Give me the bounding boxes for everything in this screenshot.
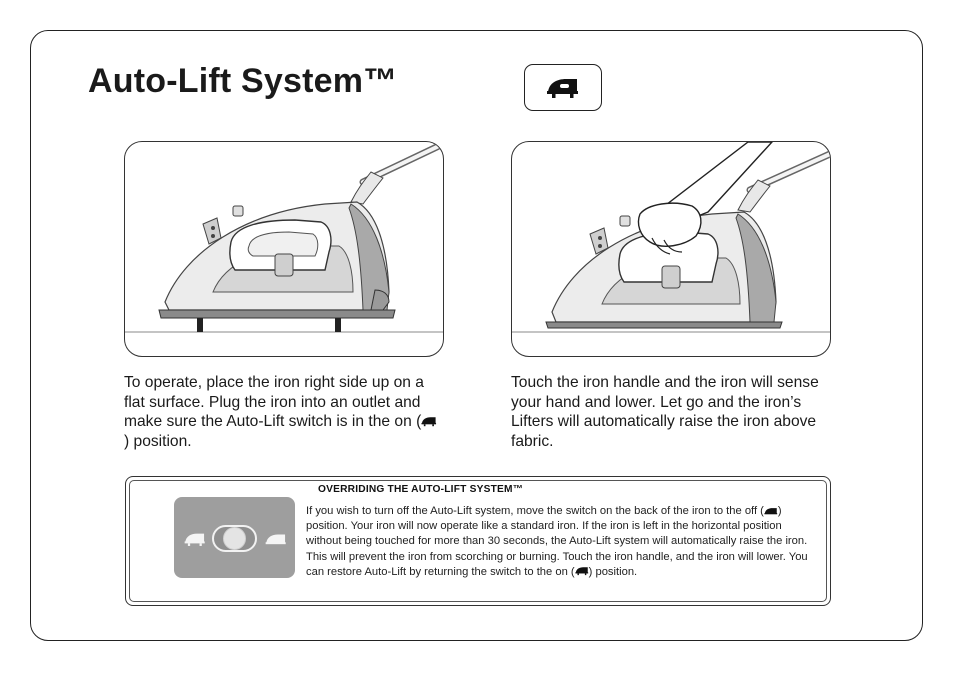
override-text-part3: ) position. [588, 565, 638, 578]
iron-lifted-icon [184, 533, 205, 546]
iron-lifted-icon [547, 78, 578, 98]
iron-lifted-icon [421, 417, 437, 427]
iron-flat-icon [764, 508, 778, 515]
step-1-text-start: To operate, place the iron right side up… [124, 374, 424, 430]
step-1-caption: To operate, place the iron right side up… [124, 373, 442, 451]
override-heading: OVERRIDING THE AUTO-LIFT SYSTEM™ [318, 484, 524, 495]
step-1-text-end: ) position. [124, 432, 192, 450]
iron-lifted-icon [575, 567, 588, 575]
page-title: Auto-Lift System™ [88, 62, 398, 100]
illustration-hand-touching-handle [511, 141, 831, 357]
override-box-inner-border [129, 480, 827, 602]
iron-flat-icon [265, 534, 286, 545]
iron-on-lifters-illustration [125, 142, 443, 333]
hand-on-iron-illustration [512, 142, 830, 333]
override-box [125, 476, 831, 606]
override-body: If you wish to turn off the Auto-Lift sy… [306, 504, 818, 580]
step-2-caption: Touch the iron handle and the iron will … [511, 374, 819, 450]
switch-knob[interactable] [223, 527, 246, 550]
page-frame [30, 30, 923, 641]
override-text-part2: ) position. Your iron will now operate l… [306, 505, 808, 578]
override-text-part1: If you wish to turn off the Auto-Lift sy… [306, 505, 764, 517]
auto-lift-badge [524, 64, 602, 111]
illustration-iron-lifted [124, 141, 444, 357]
